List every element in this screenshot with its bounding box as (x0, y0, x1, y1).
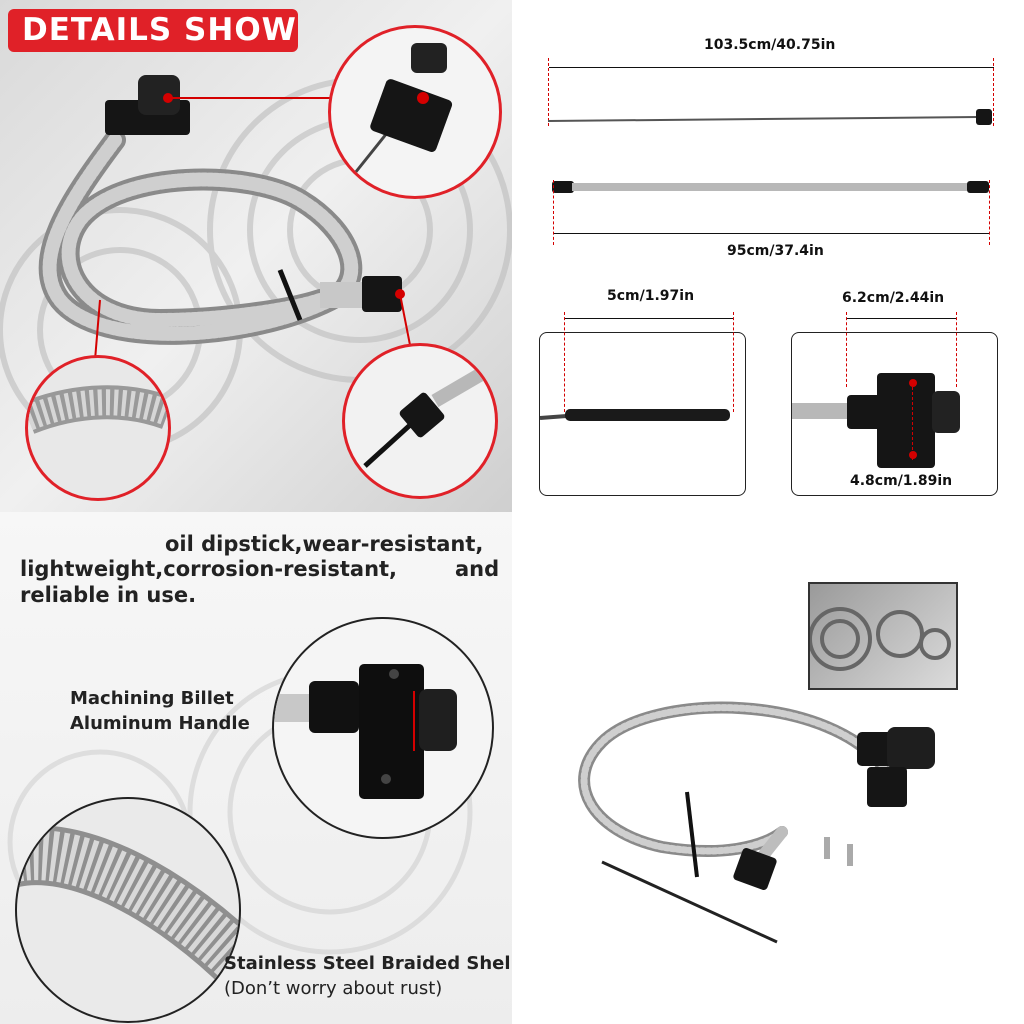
handle-detail-box (791, 332, 998, 496)
zoom-circle-braid (25, 355, 171, 501)
hose-length-line (554, 233, 989, 234)
overall-left-marker (548, 58, 549, 126)
desc-line-2-tail: and (455, 557, 500, 581)
hose-length-label: 95cm/37.4in (727, 243, 824, 259)
features-panel: oil dipstick,wear-resistant, lightweight… (0, 512, 512, 1024)
handle-height-marker (912, 382, 913, 460)
handle-label-line-1: Machining Billet (70, 688, 234, 709)
zoom-circle-tip (342, 343, 498, 499)
details-badge-text: DETAILS SHOW (22, 12, 297, 48)
details-show-panel: DETAILS SHOW (0, 0, 512, 512)
braid-zoom-image (17, 825, 239, 991)
hose-left-marker (553, 180, 554, 245)
handle-height-label: 4.8cm/1.89in (850, 473, 953, 489)
handle-detail-image (792, 373, 960, 468)
tip-right-marker (733, 312, 734, 412)
dimensions-panel: 103.5cm/40.75in 95cm/37.4in 5cm/1.97in 6… (512, 0, 1024, 512)
handle-left-marker (846, 312, 847, 387)
handle-zoom-image (274, 664, 457, 799)
desc-line-2: lightweight,corrosion-resistant, (20, 557, 398, 581)
overall-length-line (549, 67, 994, 68)
tip-detail-box (539, 332, 746, 496)
hose-right-marker (989, 180, 990, 245)
desc-line-3: reliable in use. (20, 583, 197, 607)
full-dipstick-image (548, 109, 992, 125)
tip-detail-image (540, 409, 730, 421)
handle-label-line-2: Aluminum Handle (70, 713, 250, 734)
handle-zoom-circle (272, 617, 494, 839)
braid-zoom-circle (15, 797, 241, 1023)
overall-right-marker (993, 58, 994, 126)
handle-width-line (846, 318, 956, 319)
product-panel (512, 512, 1024, 1024)
tip-length-label: 5cm/1.97in (607, 288, 695, 304)
zoom-handle-image (349, 43, 453, 179)
product-photo (578, 701, 935, 944)
zoom-tip-image (363, 359, 495, 468)
tip-left-marker (564, 312, 565, 412)
handle-width-label: 6.2cm/2.44in (842, 290, 945, 306)
zoom-braid-image (28, 385, 168, 434)
transmission-inset-image (810, 607, 951, 671)
dipstick-photo (38, 75, 411, 361)
overall-length-label: 103.5cm/40.75in (704, 37, 836, 53)
shell-label-line-1: Stainless Steel Braided Shell (224, 953, 512, 974)
desc-line-1: oil dipstick,wear-resistant, (165, 532, 484, 556)
handle-right-marker (956, 312, 957, 387)
shell-label-line-2: (Don’t worry about rust) (224, 978, 443, 999)
hose-image (552, 181, 989, 193)
transmission-inset (808, 582, 958, 690)
tip-length-line (564, 318, 734, 319)
zoom-circle-handle (328, 25, 502, 199)
details-badge (8, 9, 298, 52)
